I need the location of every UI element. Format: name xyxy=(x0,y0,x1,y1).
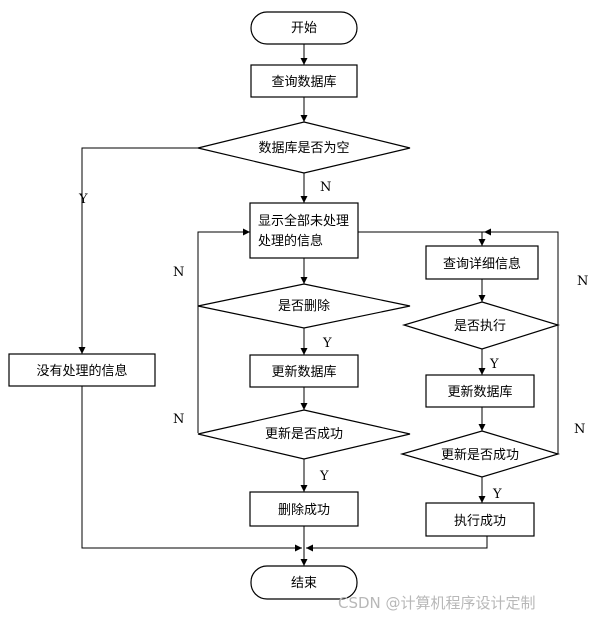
show-all-label-1: 显示全部未处理 xyxy=(258,213,349,229)
label-update-right-no: N xyxy=(574,422,585,437)
update-ok-left-label: 更新是否成功 xyxy=(265,426,343,442)
label-is-execute-no: N xyxy=(577,274,588,289)
is-execute-label: 是否执行 xyxy=(454,319,506,334)
label-is-delete-yes: Y xyxy=(322,336,332,351)
update-db-right-node: 更新数据库 xyxy=(425,374,535,408)
update-ok-right-label: 更新是否成功 xyxy=(441,447,519,463)
is-delete-decision: 是否删除 xyxy=(197,283,411,329)
delete-success-node: 删除成功 xyxy=(249,491,359,527)
edges xyxy=(78,44,559,566)
label-update-left-no: N xyxy=(173,412,184,427)
update-ok-left-decision: 更新是否成功 xyxy=(197,409,411,460)
end-node: 结束 xyxy=(250,565,358,600)
label-is-execute-yes: Y xyxy=(489,357,499,372)
label-is-delete-no: N xyxy=(173,265,184,280)
end-label: 结束 xyxy=(291,576,317,591)
query-detail-label: 查询详细信息 xyxy=(443,256,521,272)
execute-success-node: 执行成功 xyxy=(425,502,535,537)
label-update-right-yes: Y xyxy=(492,487,502,502)
label-db-empty-no: N xyxy=(320,180,331,195)
watermark: CSDN @计算机程序设计定制 xyxy=(338,594,536,612)
label-db-empty-yes: Y xyxy=(78,192,88,207)
update-db-left-label: 更新数据库 xyxy=(271,364,336,380)
query-detail-node: 查询详细信息 xyxy=(425,245,539,280)
label-update-left-yes: Y xyxy=(319,469,329,484)
execute-success-label: 执行成功 xyxy=(454,514,506,529)
show-all-label-2: 处理的信息 xyxy=(258,233,323,249)
update-ok-right-decision: 更新是否成功 xyxy=(399,430,561,478)
no-pending-node: 没有处理的信息 xyxy=(8,353,156,387)
edge-dbempty-yes xyxy=(78,147,198,354)
db-empty-decision: 数据库是否为空 xyxy=(197,121,411,174)
edge-nopending-end xyxy=(81,386,302,552)
is-delete-label: 是否删除 xyxy=(278,299,330,314)
query-db-label: 查询数据库 xyxy=(271,74,336,90)
no-pending-label: 没有处理的信息 xyxy=(36,363,127,379)
edge-executesuccess-end xyxy=(306,536,488,552)
start-node: 开始 xyxy=(250,11,358,45)
edge-labels: Y N N Y N Y N Y N Y xyxy=(78,180,588,502)
query-db-node: 查询数据库 xyxy=(250,64,358,98)
show-all-node: 显示全部未处理 处理的信息 xyxy=(249,202,359,259)
update-db-right-label: 更新数据库 xyxy=(447,384,512,400)
edge-isdelete-no xyxy=(197,228,250,306)
start-label: 开始 xyxy=(291,21,317,36)
db-empty-label: 数据库是否为空 xyxy=(258,140,349,156)
delete-success-label: 删除成功 xyxy=(278,503,330,518)
update-db-left-node: 更新数据库 xyxy=(249,354,359,388)
is-execute-decision: 是否执行 xyxy=(401,301,561,350)
